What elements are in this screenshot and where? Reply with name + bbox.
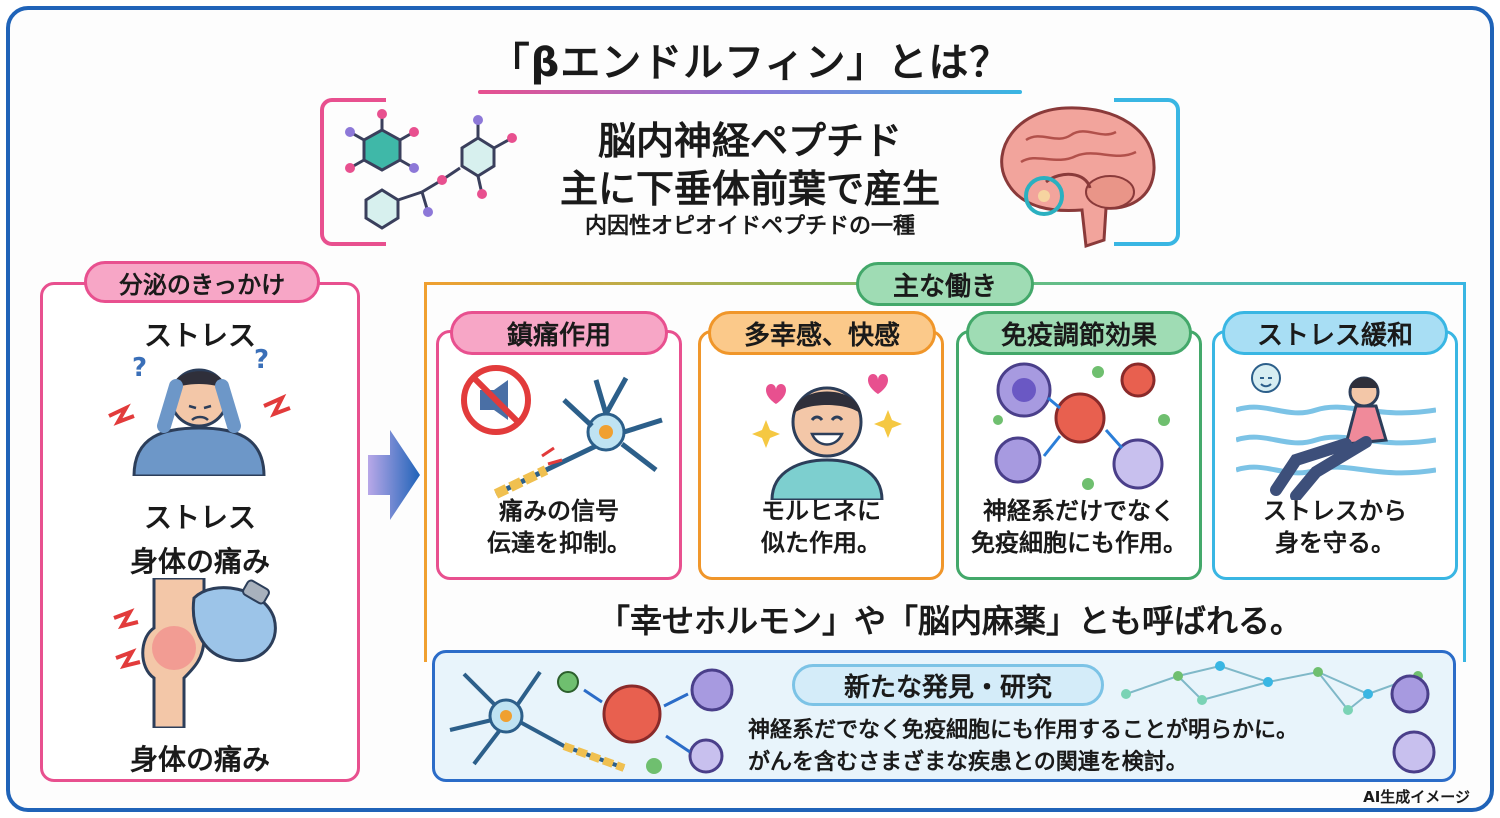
molecule-icon [345,109,517,230]
trigger-heading: 分泌のきっかけ [84,261,320,303]
card-analgesic-title: 鎮痛作用 [450,311,668,355]
hero-definition: 脳内神経ペプチド 主に下垂体前葉で産生 内因性オピオイドペプチドの一種 [320,98,1180,246]
hero-bracket-right [1114,98,1180,246]
ai-credit-label: AI生成イメージ [1363,788,1470,806]
trigger-pain-label-2: 身体の痛み [129,743,270,776]
card-immune-line1: 神経系だけでなく [983,497,1175,525]
hero-bracket-left [320,98,386,246]
stressed-person-icon: ? ? [108,346,291,476]
knee-pain-icon [113,578,277,728]
research-line-1: 神経系だでなく免疫細胞にも作用することが明らかに。 [748,718,1299,743]
hero-line-2: 主に下垂体前葉で産生 [559,167,940,211]
trigger-stress-label: ストレス [143,319,256,352]
immune-cells-icon [993,362,1170,490]
neuron-immune-icon [449,668,734,774]
card-analgesic-line1: 痛みの信号 [499,497,619,525]
right-arrow-icon [368,430,420,520]
research-heading: 新たな発見・研究 [792,664,1104,706]
nickname-statement: 「幸せホルモン」や「脳内麻薬」とも呼ばれる。 [597,602,1302,640]
hero-line-1: 脳内神経ペプチド [597,119,902,163]
card-analgesic-line2: 伝達を抑制。 [487,529,631,557]
page-title: 「βエンドルフィン」とは？ [489,40,1011,86]
svg-text:?: ? [254,346,269,375]
trigger-stress-label-2: ストレス [143,501,256,534]
relaxing-person-icon [1236,363,1436,500]
hero-line-3: 内因性オピオイドペプチドの一種 [584,214,915,239]
card-stress-relief-line2: 身を守る。 [1275,529,1395,557]
main-functions-heading: 主な働き [856,262,1034,306]
network-icon [1121,661,1436,774]
card-immune-line2: 免疫細胞にも作用。 [971,529,1187,557]
pain-block-neuron-icon [461,365,663,499]
card-stress-relief-title: ストレス緩和 [1222,311,1448,355]
card-stress-relief-line1: ストレスから [1263,497,1407,525]
brain-icon [1000,106,1156,249]
happy-person-icon [752,374,902,500]
card-euphoria-line2: 似た作用。 [761,529,881,557]
trigger-panel [40,282,360,782]
card-immune-title: 免疫調節効果 [966,311,1192,355]
title-underline [478,90,1022,94]
svg-text:?: ? [132,353,147,383]
trigger-pain-label: 身体の痛み [129,545,270,578]
card-euphoria-line1: モルヒネに [761,497,881,525]
research-line-2: がんを含むさまざまな疾患との関連を検討。 [748,750,1188,775]
card-euphoria-title: 多幸感、快感 [708,311,936,355]
